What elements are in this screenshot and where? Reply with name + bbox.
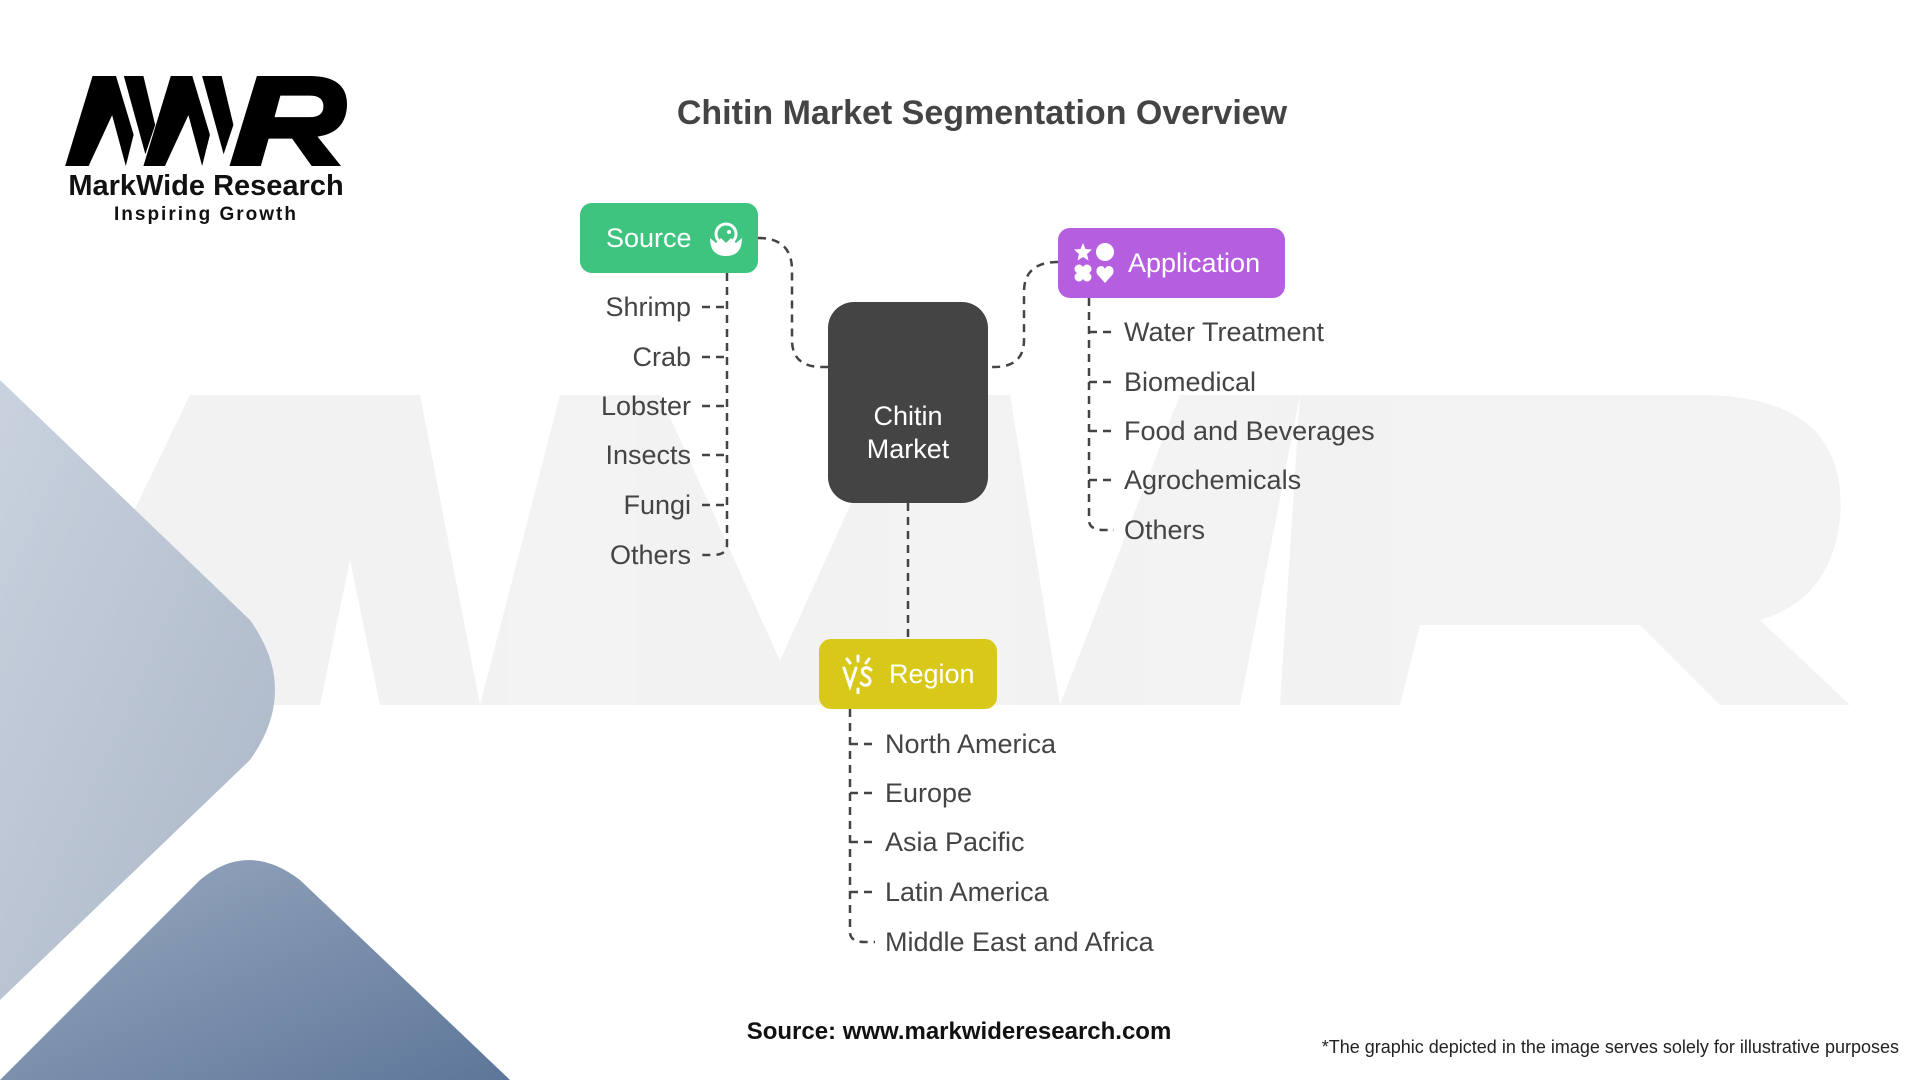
hatching-chick-icon <box>709 222 742 256</box>
decor-diamond-light <box>0 380 275 1000</box>
center-label-line2: Market <box>866 433 950 464</box>
logo-mark <box>65 76 347 166</box>
source-item-others: Others <box>609 540 691 570</box>
region-item-asia-pacific: Asia Pacific <box>885 827 1025 857</box>
logo-tagline: Inspiring Growth <box>114 204 298 225</box>
decor-diamond-dark <box>0 860 510 1080</box>
region-branch <box>848 709 875 944</box>
application-item-food-and-beverages: Food and Beverages <box>1124 416 1375 446</box>
application-item-biomedical: Biomedical <box>1124 367 1257 397</box>
region-ticks <box>850 742 875 894</box>
source-citation: Source: www.markwideresearch.com <box>746 1018 1172 1045</box>
connector-application-center <box>988 260 1059 369</box>
application-branch <box>1087 298 1114 532</box>
application-label: Application <box>1128 247 1261 278</box>
logo-brand-name: MarkWide Research <box>68 170 344 202</box>
source-label: Source <box>606 222 692 253</box>
application-item-water-treatment: Water Treatment <box>1124 317 1325 347</box>
application-ticks <box>1089 330 1114 482</box>
application-item-others: Others <box>1124 515 1206 545</box>
source-category-box: Source <box>580 203 758 273</box>
disclaimer: *The graphic depicted in the image serve… <box>1321 1037 1899 1057</box>
source-branch <box>702 273 729 557</box>
shapes-icon <box>1074 243 1114 283</box>
region-item-middle-east-and-africa: Middle East and Africa <box>885 927 1154 957</box>
region-label: Region <box>889 658 975 689</box>
region-item-latin-america: Latin America <box>885 877 1049 907</box>
region-item-north-america: North America <box>885 729 1057 759</box>
source-item-shrimp: Shrimp <box>605 292 691 322</box>
source-item-fungi: Fungi <box>623 490 691 520</box>
source-item-crab: Crab <box>632 342 691 372</box>
diagram-title: Chitin Market Segmentation Overview <box>676 94 1288 132</box>
application-item-agrochemicals: Agrochemicals <box>1124 465 1302 495</box>
source-ticks <box>702 305 727 507</box>
center-label-line1: Chitin <box>873 400 943 431</box>
center-node-chitin-market: Chitin Market <box>828 302 988 503</box>
vs-icon <box>842 654 873 694</box>
connector-source-center <box>757 236 828 369</box>
region-item-europe: Europe <box>885 778 973 808</box>
region-category-box: Region <box>819 639 997 709</box>
source-item-insects: Insects <box>605 440 691 470</box>
application-category-box: Application <box>1058 228 1285 298</box>
source-item-lobster: Lobster <box>600 391 691 421</box>
